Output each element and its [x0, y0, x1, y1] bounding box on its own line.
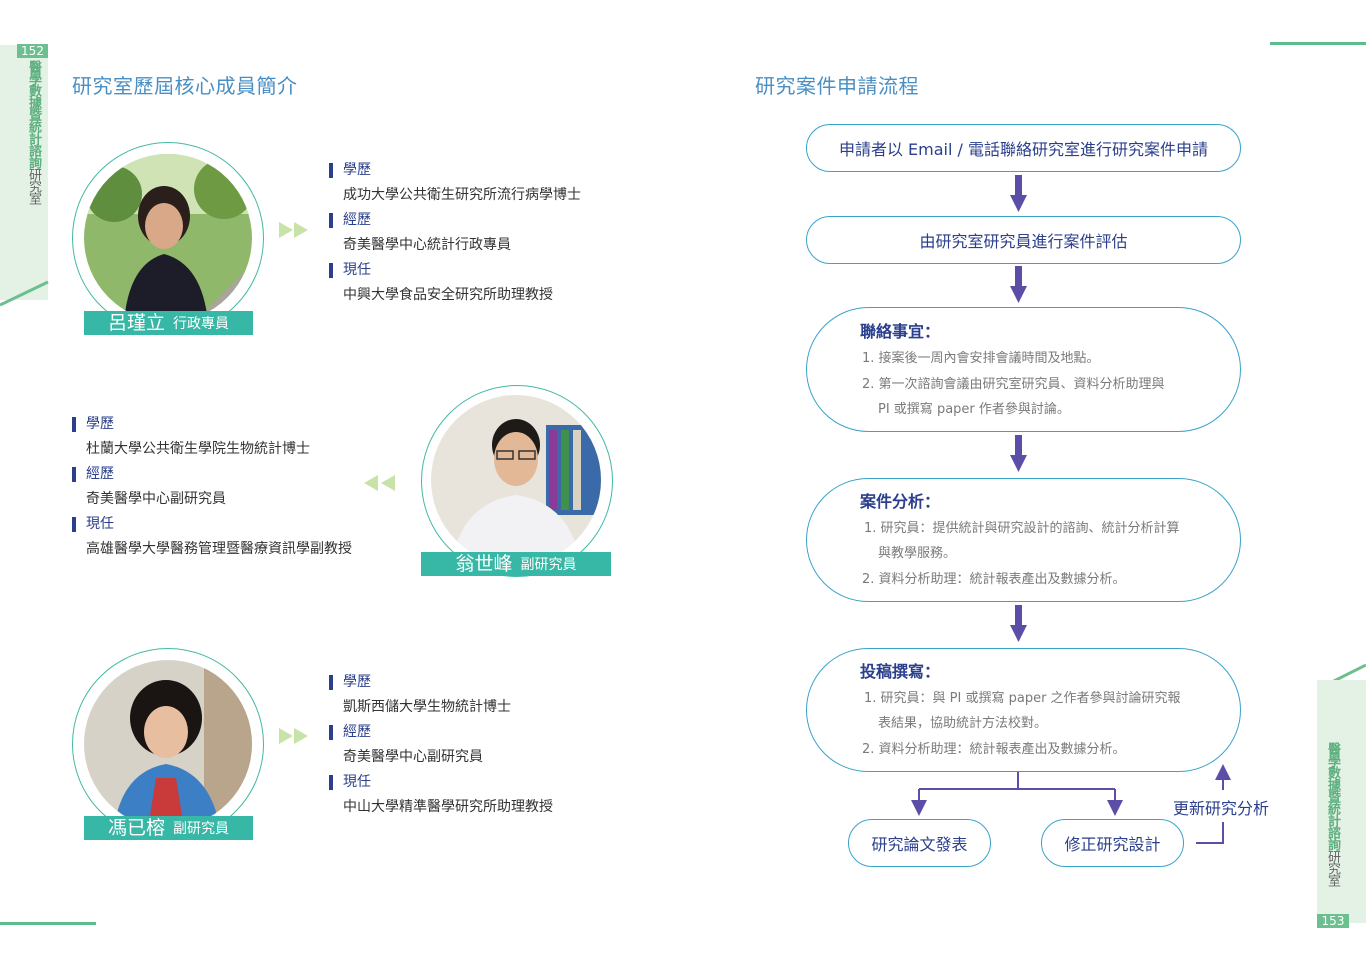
flow-step-4-title: 案件分析： — [860, 492, 941, 511]
flow-step-3-title: 聯絡事宜： — [860, 322, 941, 341]
member-2-photo — [431, 395, 601, 565]
flow-step-4-line-2: 與教學服務。 — [878, 546, 957, 561]
member-1-education: 成功大學公共衛生研究所流行病學博士 — [343, 187, 581, 203]
flow-loop-label: 更新研究分析 — [1173, 799, 1270, 818]
right-top-accent-line — [1270, 42, 1366, 45]
flow-step-5-box — [806, 648, 1241, 772]
member-1-education-label: 學歷 — [329, 158, 581, 183]
member-1-nameplate: 呂瑾立 行政專員 — [84, 311, 253, 335]
member-2-arrows-icon — [364, 475, 395, 491]
member-3-education-label: 學歷 — [329, 670, 553, 695]
flow-step-5-title: 投稿撰寫： — [860, 662, 941, 681]
left-side-tab — [0, 45, 48, 300]
member-2-current-label: 現任 — [72, 512, 352, 537]
page-number-right: 153 — [1317, 914, 1349, 928]
member-2-name: 翁世峰 — [455, 553, 513, 575]
member-3-education: 凱斯西儲大學生物統計博士 — [343, 699, 511, 715]
member-1-bio: 學歷 成功大學公共衛生研究所流行病學博士 經歷 奇美醫學中心統計行政專員 現任 … — [329, 158, 581, 308]
member-2-experience-label: 經歷 — [72, 462, 352, 487]
right-section-title: 研究案件申請流程 — [755, 74, 919, 98]
left-tab-diagonal — [0, 280, 49, 307]
member-2-current: 高雄醫學大學醫務管理暨醫療資訊學副教授 — [86, 541, 352, 557]
vertical-title-left-bold: 醫學數據暨統計諮詢 — [26, 60, 41, 168]
vertical-title-left-rest: 研究室 — [26, 168, 41, 204]
flow-step-5-line-3: 2. 資料分析助理：統計報表產出及數據分析。 — [862, 742, 1126, 757]
flow-step-5-line-2: 表結果，協助統計方法校對。 — [878, 716, 1048, 731]
member-3-experience: 奇美醫學中心副研究員 — [343, 749, 483, 765]
member-3-role: 副研究員 — [173, 821, 229, 837]
page-number-left: 152 — [17, 44, 48, 58]
left-bottom-accent-line — [0, 922, 96, 925]
flow-step-4-line-1: 1. 研究員：提供統計與研究設計的諮詢、統計分析計算 — [864, 521, 1180, 536]
vertical-title-right-rest: 研究室 — [1325, 850, 1340, 886]
member-1-name: 呂瑾立 — [107, 312, 165, 334]
flow-step-3-line-1: 1. 接案後一周內會安排會議時間及地點。 — [862, 351, 1100, 366]
vertical-title-right: 醫學數據暨統計諮詢研究室 — [1325, 742, 1340, 886]
member-3-nameplate: 馮已榕 副研究員 — [84, 816, 253, 840]
flow-step-5-line-1: 1. 研究員：與 PI 或撰寫 paper 之作者參與討論研究報 — [864, 691, 1181, 706]
member-2-experience: 奇美醫學中心副研究員 — [86, 491, 226, 507]
flow-step-4-box — [806, 478, 1241, 602]
flow-outcome-publish: 研究論文發表 — [848, 819, 991, 867]
flow-step-3-line-2: 2. 第一次諮詢會議由研究室研究員、資料分析助理與 — [862, 377, 1165, 392]
flow-step-3-box — [806, 307, 1241, 432]
member-1-role: 行政專員 — [173, 316, 229, 332]
vertical-title-right-bold: 醫學數據暨統計諮詢 — [1325, 742, 1340, 850]
flow-outcome-revise: 修正研究設計 — [1041, 819, 1184, 867]
member-1-arrows-icon — [279, 222, 308, 238]
flow-step-2: 由研究室研究員進行案件評估 — [806, 216, 1241, 264]
member-2-education: 杜蘭大學公共衛生學院生物統計博士 — [86, 441, 310, 457]
member-2-education-label: 學歷 — [72, 412, 352, 437]
member-3-bio: 學歷 凱斯西儲大學生物統計博士 經歷 奇美醫學中心副研究員 現任 中山大學精準醫… — [329, 670, 553, 820]
flow-step-1: 申請者以 Email / 電話聯絡研究室進行研究案件申請 — [806, 124, 1241, 172]
member-1-experience-label: 經歷 — [329, 208, 581, 233]
left-section-title: 研究室歷屆核心成員簡介 — [72, 74, 298, 98]
flow-step-3-line-3: PI 或撰寫 paper 作者參與討論。 — [878, 402, 1070, 417]
member-2-avatar-ring — [421, 385, 613, 577]
right-side-tab — [1317, 680, 1366, 923]
member-2-nameplate: 翁世峰 副研究員 — [421, 552, 611, 576]
member-1-current-label: 現任 — [329, 258, 581, 283]
member-1-current: 中興大學食品安全研究所助理教授 — [343, 287, 553, 303]
member-2-role: 副研究員 — [520, 557, 577, 573]
flow-step-4-line-3: 2. 資料分析助理：統計報表產出及數據分析。 — [862, 572, 1126, 587]
member-3-current: 中山大學精準醫學研究所助理教授 — [343, 799, 553, 815]
member-3-current-label: 現任 — [329, 770, 553, 795]
member-2-bio: 學歷 杜蘭大學公共衛生學院生物統計博士 經歷 奇美醫學中心副研究員 現任 高雄醫… — [72, 412, 352, 562]
member-3-name: 馮已榕 — [107, 817, 165, 839]
vertical-title-left: 醫學數據暨統計諮詢研究室 — [26, 60, 41, 204]
member-1-experience: 奇美醫學中心統計行政專員 — [343, 237, 511, 253]
member-3-experience-label: 經歷 — [329, 720, 553, 745]
member-3-arrows-icon — [279, 728, 308, 744]
